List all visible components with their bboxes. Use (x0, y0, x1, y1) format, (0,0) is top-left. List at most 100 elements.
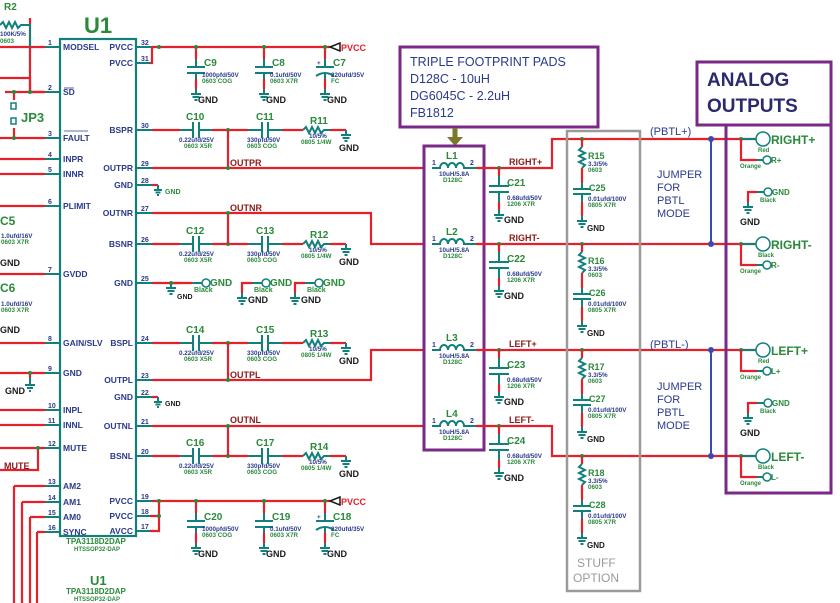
c12-value: 0.22ufd/25V (179, 251, 215, 258)
capacitor-c6: C6 1.0ufd/16V 0603 X7R GND (0, 281, 33, 335)
r18-pkg: 0603 (588, 484, 603, 491)
ground-symbol-icon (341, 456, 351, 468)
jumper-l-2: FOR (657, 394, 680, 406)
r11-ref: R11 (310, 116, 328, 127)
pin-number: 28 (141, 178, 149, 185)
r17-ref: R17 (588, 362, 605, 372)
net-outpl: OUTPL (230, 370, 261, 380)
gnd-label: GND (198, 549, 219, 559)
jumper-l-3: PBTL (657, 407, 685, 419)
output-traces: OUTPR OUTNR OUTPL OUTNL (152, 130, 423, 456)
gnd-label: GND (740, 428, 761, 438)
pin-number: 14 (48, 495, 56, 502)
right_minus-label: RIGHT- (771, 238, 812, 252)
c6-ref: C6 (0, 281, 16, 295)
r15-value: 3.3/5% (588, 161, 608, 168)
ground-symbol-icon (577, 427, 587, 439)
net-label: LEFT- (509, 415, 534, 425)
c24-value: 0.68ufd/50V (507, 453, 543, 460)
gnd-pin28: GND (154, 185, 181, 196)
c16-ref: C16 (186, 438, 205, 449)
gnd-label: GND (339, 143, 360, 153)
pin-name: GVDD (63, 269, 88, 279)
l1-value: 10uH/5.8A (439, 171, 470, 178)
r15-ref: R15 (588, 151, 605, 161)
gnd-label: GND (504, 291, 525, 301)
c14-value: 0.22ufd/25V (179, 350, 215, 357)
right_plus-alt-label: R+ (771, 156, 782, 165)
pin-name: INNR (63, 169, 84, 179)
pbtl-jumper-left[interactable]: (PBTL-) JUMPER FOR PBTL MODE (650, 339, 714, 459)
l2-ref: L2 (446, 227, 458, 238)
left-wiring (0, 18, 45, 603)
u1-package: HTSSOP32-DAP (74, 547, 120, 553)
left_gnd-color: Black (760, 409, 777, 415)
pin-number: 29 (141, 161, 149, 168)
ground-symbol-icon (577, 216, 587, 228)
gnd-label: GND (327, 95, 348, 105)
analog-label-1: ANALOG (707, 70, 789, 91)
l4-ref: L4 (446, 409, 458, 420)
c15-value: 330pfd/50V (247, 350, 281, 357)
jumper-jp3[interactable]: JP3 (10, 102, 44, 125)
ground-symbol-icon (191, 543, 201, 555)
ground-symbol-icon (290, 293, 300, 305)
c11-value: 330pfd/50V (247, 137, 281, 144)
c5-ref: C5 (0, 214, 16, 228)
pin-number: 16 (48, 525, 56, 532)
pin-name: GND (114, 392, 133, 402)
pin2: 2 (470, 342, 474, 349)
r12-pkg: 0805 1/4W (301, 253, 332, 260)
r17-pkg: 0603 (588, 378, 603, 385)
u1-part: TPA3118D2DAP (66, 537, 127, 546)
pin-number: 27 (141, 206, 149, 213)
pin-number: 1 (48, 40, 52, 47)
pin-name: GND (114, 180, 133, 190)
c25-ref: C25 (589, 183, 606, 193)
pbtl-jumper-right[interactable]: (PBTL+) JUMPER FOR PBTL MODE (650, 126, 714, 247)
c23-value: 0.68ufd/50V (507, 377, 543, 384)
c25-pkg: 0805 X7R (588, 202, 616, 209)
c26-pkg: 0805 X7R (588, 307, 616, 314)
gnd-pin9: GND (5, 378, 35, 396)
tp-color: Black (254, 287, 273, 294)
net-mute: MUTE (4, 461, 30, 471)
pin-name: PVCC (109, 496, 133, 506)
pin-number: 3 (48, 131, 52, 138)
left_plus-alt-color: Orange (740, 375, 762, 381)
c26-ref: C26 (589, 288, 606, 298)
c9-pkg: 0603 COG (202, 78, 232, 85)
pin-name: OUTNL (104, 421, 133, 431)
r13-value: 10/5% (309, 346, 327, 353)
stuff-label-2: OPTION (573, 571, 619, 585)
ground-symbol-icon (320, 543, 330, 555)
gnd-label: GND (266, 95, 287, 105)
pin-number: 9 (48, 366, 52, 373)
jumper-r-1: JUMPER (657, 169, 702, 181)
gnd-label: GND (587, 435, 605, 444)
pin-number: 10 (48, 403, 56, 410)
jumper-r-4: MODE (657, 208, 690, 220)
